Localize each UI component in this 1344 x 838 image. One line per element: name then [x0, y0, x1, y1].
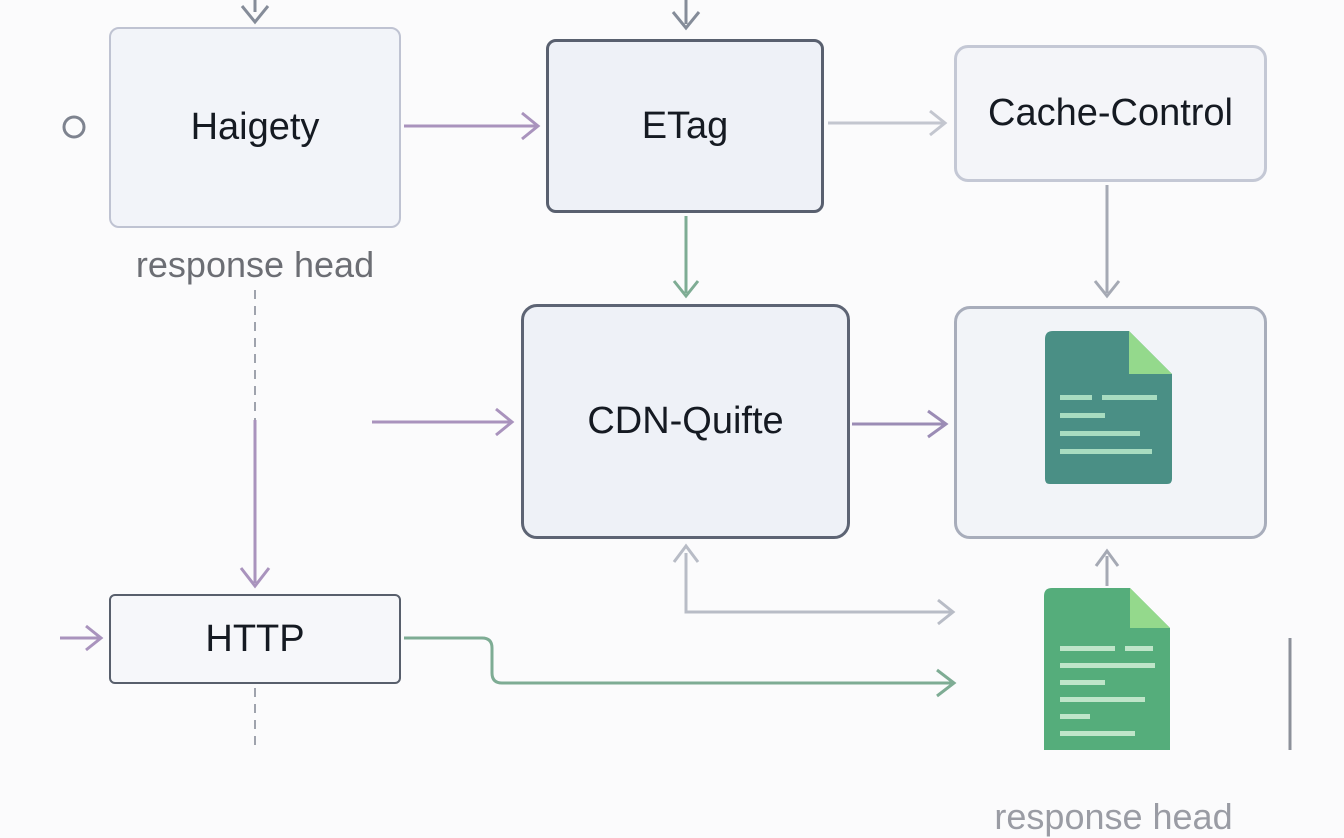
node-etag-label: ETag	[641, 104, 729, 147]
arrow-etag-to-cdn	[672, 216, 700, 299]
node-response-head-document: response head	[954, 306, 1267, 837]
node-haigety-caption: response head	[135, 244, 375, 285]
diagram-canvas	[60, 0, 1292, 750]
node-haigety-label: Haigety	[190, 106, 320, 148]
arrow-into-http	[60, 624, 104, 652]
arrow-cache-control-to-document	[1093, 185, 1121, 299]
arrow-into-cdn	[372, 407, 515, 437]
arrow-top-into-etag	[671, 0, 701, 31]
input-port-icon	[62, 115, 86, 139]
arrow-etag-to-cache-control	[828, 109, 948, 137]
node-http-label: HTTP	[205, 617, 305, 660]
arrow-up-to-document	[1094, 548, 1120, 586]
arrow-http-to-document	[404, 636, 957, 698]
document-icon	[1044, 588, 1170, 750]
arrow-cdn-to-document	[852, 409, 949, 439]
node-etag: ETag	[546, 39, 824, 213]
node-cache-control-label: Cache-Control	[988, 92, 1233, 134]
node-cdn-quifte-label: CDN-Quifte	[587, 400, 784, 442]
node-cdn-quifte: CDN-Quifte	[521, 304, 850, 539]
arrow-top-into-haigety	[240, 0, 270, 25]
node-document-caption: response head	[994, 796, 1233, 837]
node-cache-control: Cache-Control	[954, 45, 1267, 182]
arrow-cdn-elbow	[672, 543, 956, 626]
node-haigety: Haigety	[109, 27, 401, 228]
arrow-down-to-http	[239, 420, 271, 589]
node-http: HTTP	[109, 594, 401, 684]
arrow-haigety-to-etag	[404, 111, 541, 141]
document-icon	[1045, 331, 1172, 484]
